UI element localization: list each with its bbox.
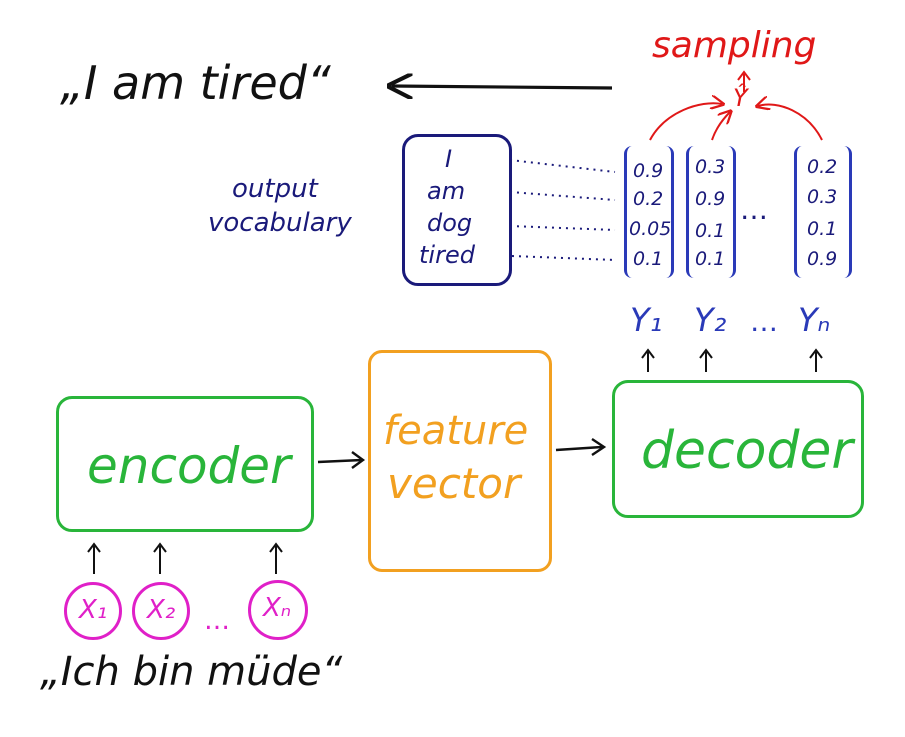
probability: 0.05 [629, 218, 672, 240]
probability: 0.9 [695, 188, 726, 210]
probability: 0.1 [695, 248, 726, 270]
probability: 0.2 [633, 188, 664, 210]
input-token-label: X₂ [147, 595, 176, 625]
input-token-label: Xₙ [263, 593, 292, 623]
vocab-word: dog [427, 209, 473, 237]
sampling-up-arrow [737, 70, 751, 92]
feature-label-line2: vector [387, 459, 521, 508]
input-token-label: X₁ [79, 595, 108, 625]
encoder-block: encoder [56, 396, 314, 532]
input-token: X₁ [64, 582, 122, 640]
feature-label-line1: feature [383, 408, 529, 454]
encoder-label: encoder [87, 437, 291, 495]
vocabulary-box: I am dog tired [402, 134, 512, 286]
vocab-word: am [427, 177, 466, 205]
probability: 0.2 [807, 156, 838, 178]
output-label-yn: Yₙ [798, 301, 831, 339]
probability: 0.3 [807, 186, 838, 208]
probability: 0.1 [695, 220, 726, 242]
probability: 0.1 [633, 248, 664, 270]
output-label-y2: Y₂ [694, 301, 727, 339]
output-ellipsis: … [750, 305, 778, 338]
probability: 0.3 [695, 156, 726, 178]
distribution-column: 0.2 0.3 0.1 0.9 [794, 146, 852, 278]
vocab-word: tired [419, 241, 475, 269]
input-token: X₂ [132, 582, 190, 640]
input-token: Xₙ [248, 580, 308, 640]
probability: 0.1 [807, 218, 838, 240]
input-ellipsis: … [204, 606, 230, 636]
vocabulary-links [509, 159, 616, 261]
distribution-column: 0.3 0.9 0.1 0.1 [686, 146, 736, 278]
input-sentence: „Ich bin müde“ [40, 649, 343, 695]
decoder-block: decoder [612, 380, 864, 518]
block-arrows [317, 438, 607, 469]
input-arrows [87, 542, 283, 574]
decoder-label: decoder [641, 421, 853, 481]
decoder-output-arrows [641, 348, 823, 372]
output-sentence: „I am tired“ [60, 56, 331, 110]
sampling-label: sampling [652, 25, 817, 66]
output-arrow [392, 86, 613, 88]
output-label-y1: Y₁ [630, 301, 663, 339]
probability: 0.9 [807, 248, 838, 270]
vocabulary-label-line2: vocabulary [208, 208, 352, 238]
sample-symbol: Ŷ [733, 84, 748, 112]
vocabulary-label-line1: output [232, 174, 318, 204]
distribution-ellipsis: … [740, 193, 768, 226]
sampling-arrows [649, 103, 823, 141]
distribution-column: 0.9 0.2 0.05 0.1 [624, 146, 674, 278]
vocab-word: I [445, 145, 453, 173]
feature-vector-block: feature vector [368, 350, 552, 572]
probability: 0.9 [633, 160, 664, 182]
